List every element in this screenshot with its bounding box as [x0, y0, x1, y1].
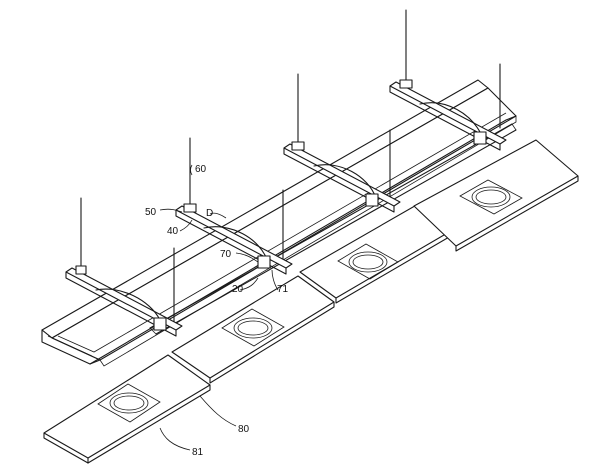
ceiling-panel-1 [43, 354, 211, 464]
label-71: 71 [277, 284, 289, 295]
label-50: 50 [145, 207, 157, 218]
ceiling-panels [43, 139, 579, 464]
leader-lines [159, 164, 279, 451]
ceiling-panel-2 [171, 275, 335, 384]
hanging-rods [80, 9, 501, 326]
bottom-rail [149, 123, 517, 335]
label-80: 80 [238, 424, 250, 435]
label-60: 60 [195, 164, 207, 175]
cross-channel-4 [389, 79, 507, 151]
cross-channels [65, 79, 507, 337]
reference-labels: 60 50 D 40 70 20 71 80 81 [145, 164, 289, 458]
label-20: 20 [232, 284, 244, 295]
label-70: 70 [220, 249, 232, 260]
label-D: D [206, 208, 213, 219]
suspension-straps [95, 102, 487, 331]
ceiling-panel-4 [413, 139, 579, 252]
cross-channel-1 [65, 265, 183, 337]
cross-channel-3 [283, 141, 401, 213]
duct-housing [41, 79, 517, 367]
ceiling-panel-3 [299, 202, 457, 304]
label-81: 81 [192, 447, 204, 458]
label-40: 40 [167, 226, 179, 237]
